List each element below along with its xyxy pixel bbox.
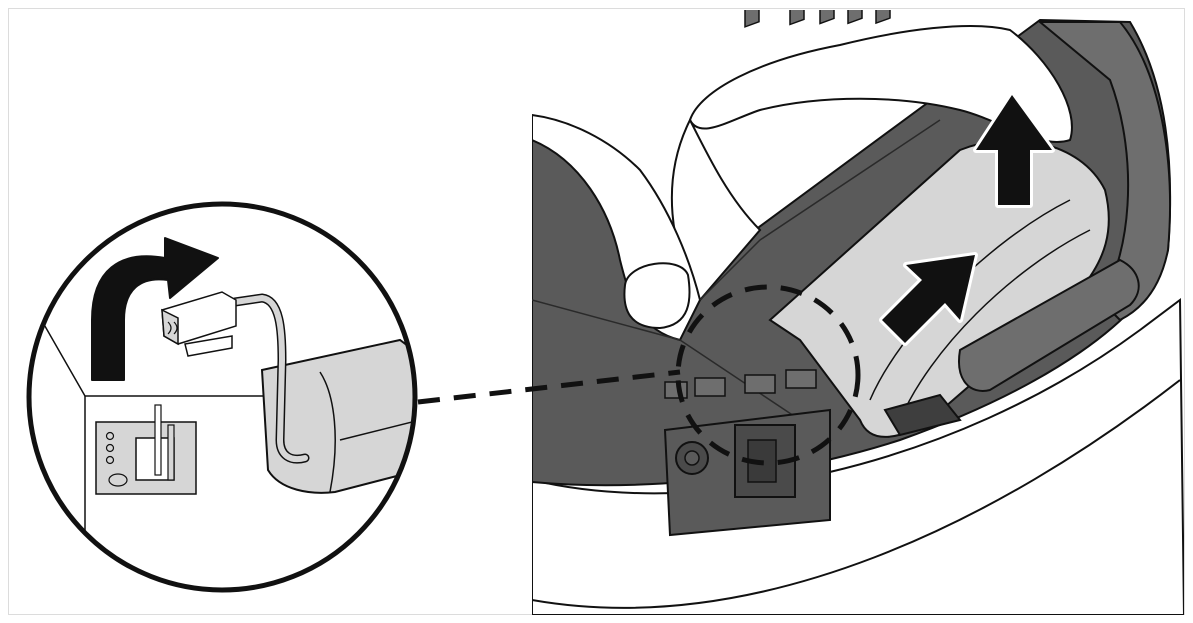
power-socket-pin <box>684 450 700 466</box>
connector-clip <box>184 335 233 357</box>
led-2 <box>105 443 115 453</box>
power-switch <box>747 439 777 483</box>
magnifier-ring <box>26 201 418 593</box>
connector-slots <box>664 369 817 399</box>
vacuum-robot-view <box>532 10 1184 615</box>
vent-slots <box>744 10 891 28</box>
connector-pins <box>167 321 178 335</box>
led-1 <box>105 431 115 441</box>
lid-flap <box>688 24 1073 143</box>
highlight-dashed-circle <box>675 284 861 466</box>
curved-arrow-icon <box>91 237 219 381</box>
battery-block-line <box>339 419 415 441</box>
compartment-lines <box>532 119 941 421</box>
bumper-line <box>532 379 1181 609</box>
board-button <box>108 473 128 487</box>
corner-block <box>883 393 962 437</box>
detail-magnifier <box>26 201 418 593</box>
connector-plug-face <box>161 308 179 346</box>
led-3 <box>105 455 115 465</box>
diagonal-arrow-icon <box>879 252 978 346</box>
vacuum-bumper <box>532 298 1184 615</box>
button-bump <box>623 262 691 330</box>
battery-block-fold <box>319 371 336 493</box>
socket-pin-a <box>154 404 162 476</box>
socket-pin-b <box>167 424 175 481</box>
callout-dashed-line <box>417 369 681 405</box>
up-arrow-icon <box>973 92 1055 208</box>
side-pad <box>958 258 1140 392</box>
top-rim <box>1037 21 1171 322</box>
